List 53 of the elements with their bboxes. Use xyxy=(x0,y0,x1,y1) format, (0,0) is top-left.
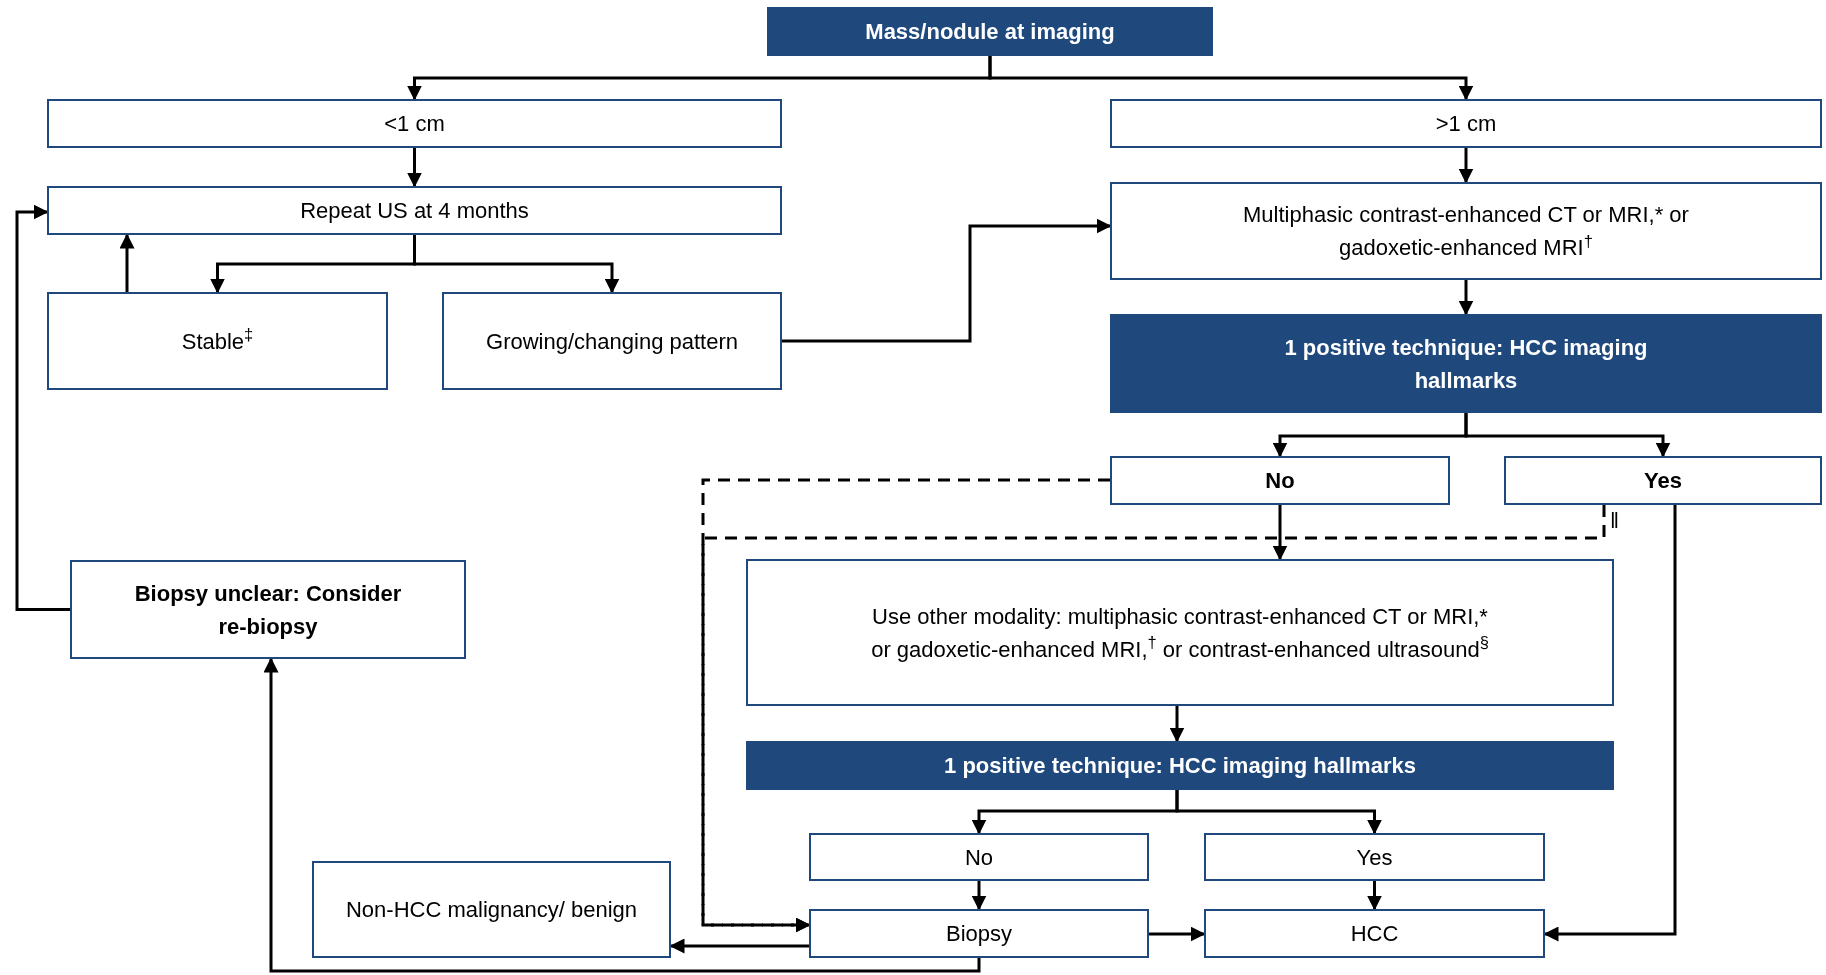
process-box xyxy=(1110,456,1450,505)
arrow xyxy=(1149,926,1206,942)
arrow xyxy=(971,881,987,911)
process-box xyxy=(1204,909,1545,958)
arrow xyxy=(15,204,70,611)
decision-banner xyxy=(1110,314,1822,413)
process-box xyxy=(1110,99,1822,148)
node-text: <1 cm xyxy=(384,110,445,138)
node-text: Repeat US at 4 months xyxy=(300,197,529,225)
arrow xyxy=(782,218,1112,343)
node-text: 1 positive technique: HCC imaging hallmarks xyxy=(1283,333,1649,395)
node-text: No xyxy=(964,843,994,872)
node-text: Stable$^{‡}$ xyxy=(181,324,254,356)
node-text: Biopsy xyxy=(945,920,1012,948)
arrow xyxy=(1169,706,1185,743)
node-text: Multiphasic contrast-enhanced CT or MRI,* or gadoxetic-enhanced MRI$^{†}$ xyxy=(1242,201,1690,262)
process-box xyxy=(442,292,782,390)
process-box xyxy=(47,292,388,390)
node-text: HCC xyxy=(1350,920,1399,948)
process-box xyxy=(746,559,1614,706)
arrow xyxy=(407,148,422,188)
process-box xyxy=(809,833,1149,881)
node-text: Biopsy unclear: Consider re-biopsy xyxy=(133,579,403,641)
process-box xyxy=(1504,456,1822,505)
process-box xyxy=(70,560,466,659)
arrow xyxy=(1464,413,1671,458)
process-box xyxy=(1110,182,1822,280)
arrow xyxy=(119,233,135,292)
arrow xyxy=(701,505,1606,933)
decision-banner xyxy=(746,741,1614,790)
process-box xyxy=(1204,833,1545,881)
node-text: Non-HCC malignancy/ benign xyxy=(346,896,637,924)
node-text: Mass/nodule at imaging xyxy=(865,18,1115,46)
arrow xyxy=(1458,148,1474,184)
node-text: >1 cm xyxy=(1435,110,1497,138)
node-text: No xyxy=(1265,467,1295,495)
decision-banner xyxy=(767,7,1213,56)
node-text: 1 positive technique: HCC imaging hallmarks xyxy=(944,752,1416,780)
node-text: Yes xyxy=(1644,467,1682,495)
process-box xyxy=(47,99,782,148)
process-box xyxy=(312,861,671,958)
arrow xyxy=(263,657,981,973)
footnote-mark: ‖ xyxy=(1610,510,1620,532)
node-text: Use other modality: multiphasic contrast-enhanced CT or MRI,* or gadoxetic-enhanced MRI,$^{†}$ or contrast-enhanced ultrasound$^{§}$ xyxy=(870,602,1490,664)
arrow xyxy=(1458,280,1474,316)
arrow xyxy=(1175,790,1382,835)
node-text: Yes xyxy=(1356,843,1393,872)
node-text: Growing/changing pattern xyxy=(486,327,738,356)
process-box xyxy=(47,186,782,235)
arrow xyxy=(1272,505,1288,561)
process-box xyxy=(809,909,1149,958)
arrow xyxy=(988,56,1474,101)
arrow xyxy=(1367,881,1382,911)
